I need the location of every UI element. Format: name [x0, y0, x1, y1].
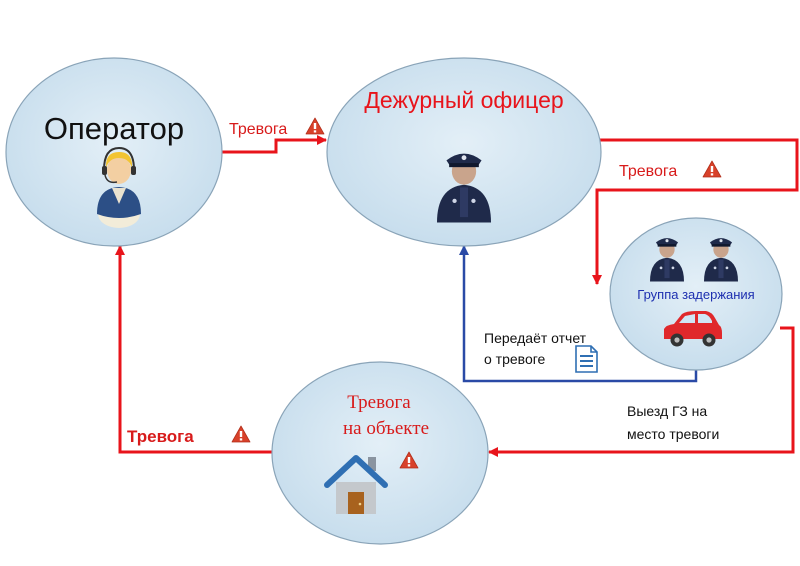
- operator-title: Оператор: [44, 111, 184, 146]
- edge-operator-to-officer: [222, 135, 327, 154]
- site-alarm-title-line1: Тревога: [347, 392, 411, 413]
- house-icon: [324, 455, 388, 514]
- edge-officer-to-group: [592, 138, 799, 285]
- node-site-alarm: Тревога на объекте: [271, 361, 489, 545]
- edge-group-to-site: [488, 326, 795, 457]
- edge-group-to-officer-label-line2: о тревоге: [484, 351, 546, 367]
- node-duty-officer: Дежурный офицер: [326, 57, 602, 247]
- edge-group-to-site-label-line2: место тревоги: [627, 426, 719, 442]
- edge-site-to-operator: [115, 245, 272, 454]
- edge-operator-to-officer-label: Тревога: [229, 121, 287, 138]
- edge-group-to-site-label-line1: Выезд ГЗ на: [627, 403, 707, 419]
- edge-group-to-officer: [459, 245, 698, 383]
- duty-officer-title: Дежурный офицер: [364, 87, 563, 113]
- edge-site-to-operator-label: Тревога: [127, 427, 194, 446]
- warning-triangle-icon: [702, 160, 722, 178]
- edge-officer-to-group-label: Тревога: [619, 163, 677, 180]
- warning-triangle-icon: [305, 117, 325, 135]
- operator-headset-icon: [97, 146, 141, 228]
- node-operator: Оператор: [5, 57, 223, 247]
- site-alarm-title-line2: на объекте: [343, 418, 429, 439]
- response-group-title: Группа задержания: [637, 287, 754, 302]
- warning-triangle-icon: [231, 425, 251, 443]
- edge-group-to-officer-label-line1: Передаёт отчет: [484, 330, 587, 346]
- document-icon: [575, 345, 598, 373]
- node-response-group: Группа задержания: [609, 217, 783, 371]
- car-icon: [664, 311, 722, 347]
